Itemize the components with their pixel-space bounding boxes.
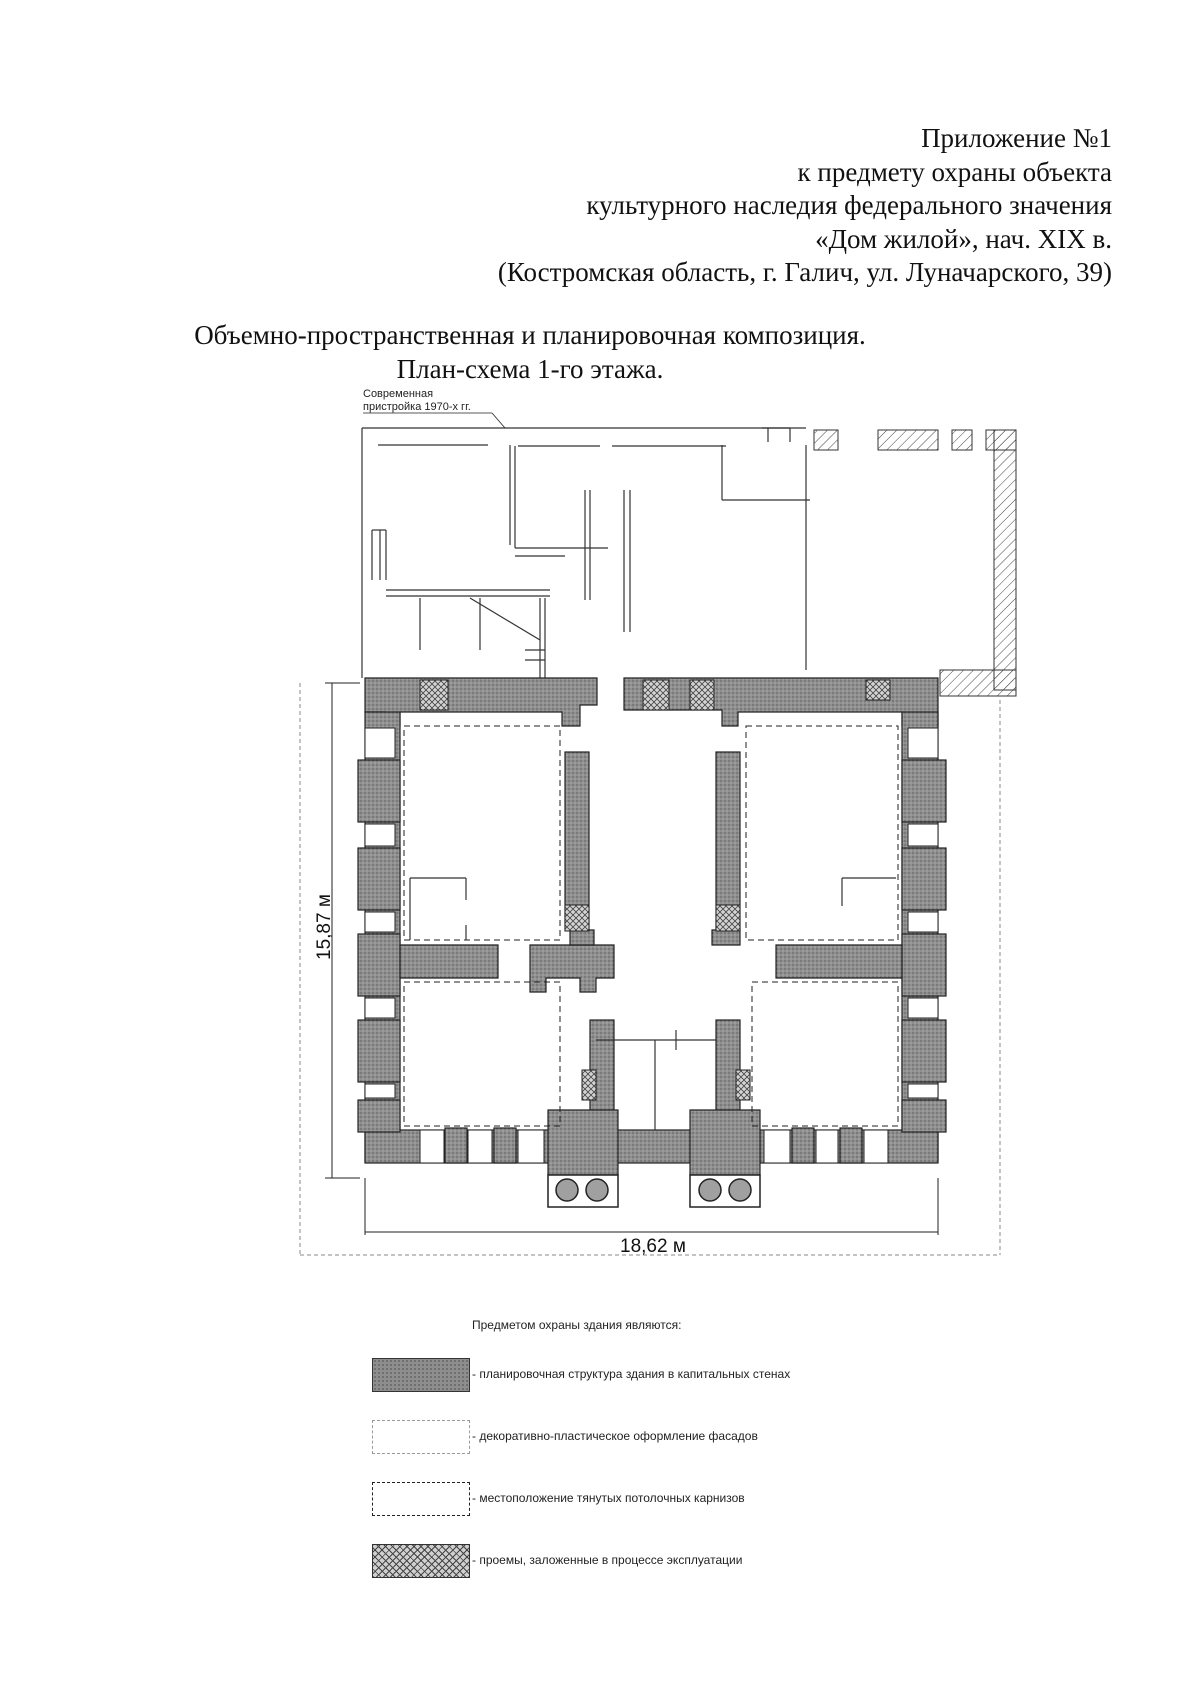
- legend-text: - декоративно-пластическое оформление фа…: [472, 1429, 758, 1443]
- plan-title-line2: План-схема 1-го этажа.: [396, 354, 664, 384]
- header-line-heritage: культурного наследия федерального значен…: [586, 190, 1112, 220]
- legend-text: - планировочная структура здания в капит…: [472, 1367, 791, 1381]
- cornice-outlines: [403, 725, 899, 1127]
- legend-text: - местоположение тянутых потолочных карн…: [472, 1491, 745, 1505]
- header-line-appendix: Приложение №1: [921, 123, 1112, 153]
- capital-walls: [357, 677, 947, 1176]
- plan-title-line1: Объемно-пространственная и планировочная…: [194, 320, 866, 350]
- dimension-height-label: 15,87 м: [314, 894, 335, 960]
- annex-label-line1: Современная: [363, 388, 433, 400]
- legend-title: Предметом охраны здания являются:: [472, 1318, 682, 1332]
- porch-columns: [547, 1174, 761, 1208]
- dimension-width-label: 18,62 м: [620, 1236, 686, 1257]
- document-header: Приложение №1 к предмету охраны объекта …: [352, 122, 1112, 290]
- dimension-lines: [325, 682, 939, 1235]
- facade-dashed-outline: [299, 683, 1001, 1256]
- legend-swatch-facade: [372, 1420, 470, 1454]
- header-line-address: (Костромская область, г. Галич, ул. Луна…: [497, 257, 1112, 287]
- annex: [361, 427, 810, 678]
- hatched-fragment: [813, 429, 1017, 697]
- annex-label: Современная пристройка 1970-х гг.: [363, 388, 506, 429]
- partitions: [409, 877, 896, 1130]
- header-line-object: «Дом жилой», нач. XIX в.: [815, 223, 1112, 254]
- legend-swatch-cornices: [372, 1482, 470, 1516]
- bottom-windows: [419, 1129, 889, 1164]
- annex-label-line2: пристройка 1970-х гг.: [363, 401, 471, 413]
- legend-text: - проемы, заложенные в процессе эксплуат…: [472, 1553, 743, 1567]
- plan-title: Объемно-пространственная и планировочная…: [180, 318, 880, 386]
- header-line-subject: к предмету охраны объекта: [797, 156, 1112, 187]
- legend-swatch-walls: [372, 1358, 470, 1392]
- blocked-openings: [419, 679, 891, 1101]
- legend-swatch-blocked: [372, 1544, 470, 1578]
- side-windows: [364, 727, 939, 1099]
